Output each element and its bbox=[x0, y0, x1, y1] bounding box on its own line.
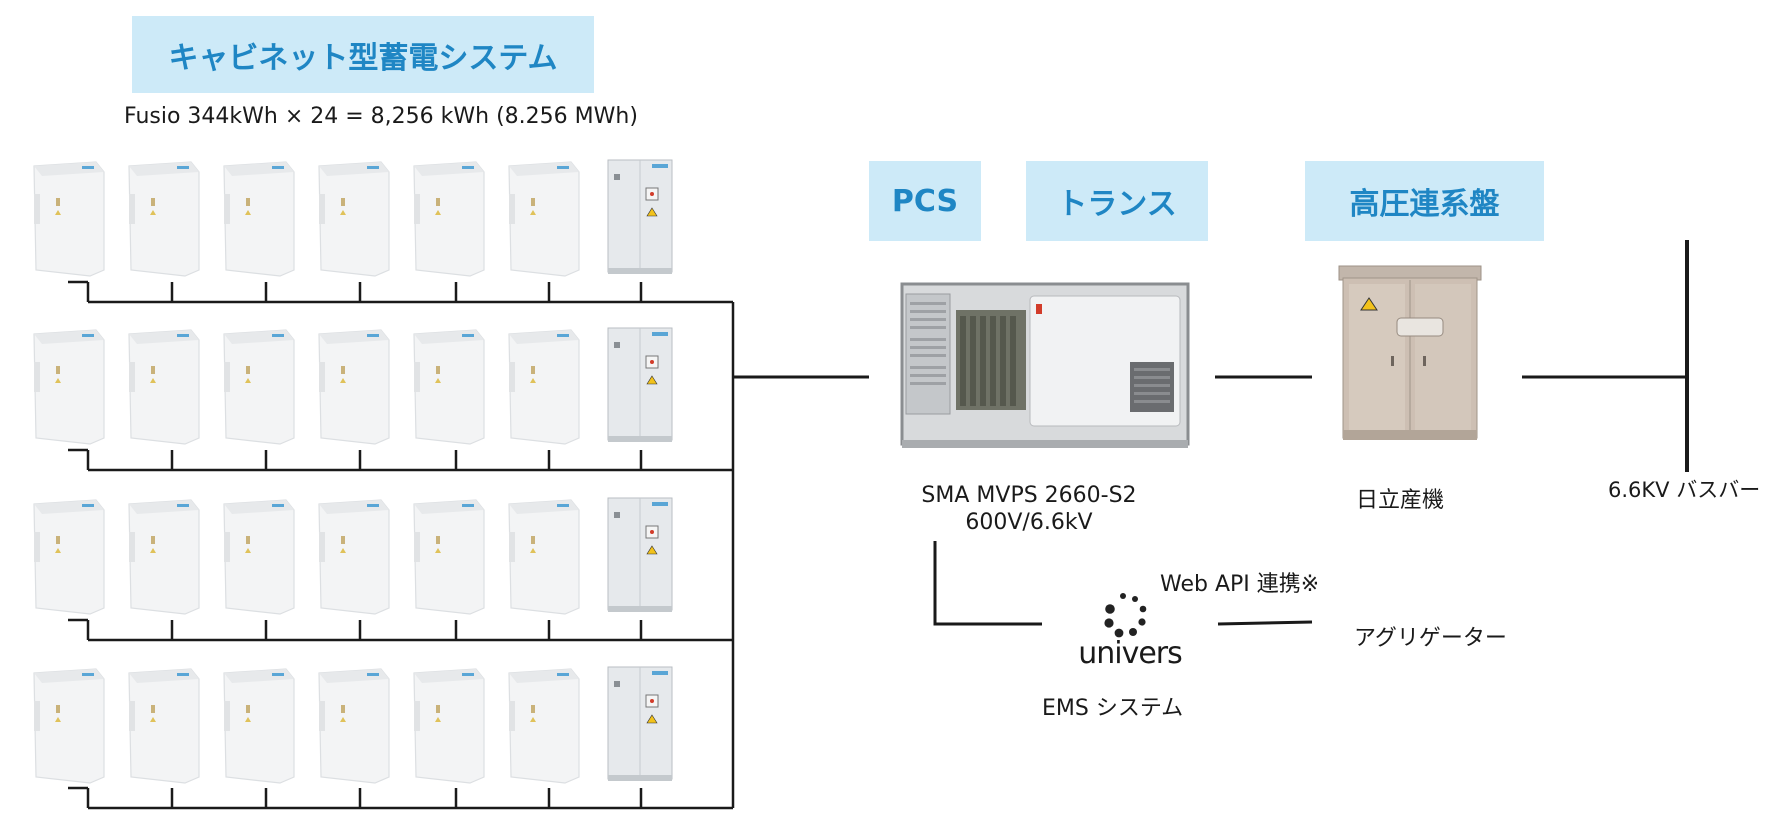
battery-cabinet bbox=[128, 499, 200, 615]
battery-cabinet bbox=[33, 161, 105, 277]
battery-cabinet bbox=[223, 329, 295, 445]
hv-panel-unit bbox=[1335, 264, 1485, 447]
battery-cabinet bbox=[33, 499, 105, 615]
hv-panel-label-box: 高圧連系盤 bbox=[1305, 161, 1544, 241]
busbar-label: 6.6KV バスバー bbox=[1608, 478, 1761, 502]
battery-cabinet bbox=[128, 668, 200, 784]
pcs-label: PCS bbox=[891, 183, 959, 219]
hv-panel-image bbox=[1338, 265, 1482, 440]
battery-cabinet bbox=[223, 161, 295, 277]
battery-cabinet bbox=[508, 161, 580, 277]
battery-cabinet bbox=[508, 499, 580, 615]
ems-label: EMS システム bbox=[1042, 696, 1184, 721]
battery-cabinet bbox=[318, 499, 390, 615]
battery-cabinet bbox=[413, 161, 485, 277]
univers-wordmark: univers bbox=[1078, 636, 1183, 671]
battery-bus-lines bbox=[68, 280, 735, 810]
hv-panel-label: 高圧連系盤 bbox=[1349, 187, 1500, 222]
battery-cabinet bbox=[508, 668, 580, 784]
pcs-model-text: SMA MVPS 2660-S2 600V/6.6kV bbox=[904, 482, 1154, 536]
battery-cabinet bbox=[128, 161, 200, 277]
battery-controller-cabinet bbox=[607, 327, 673, 442]
pcs-to-ems-wire bbox=[933, 541, 1042, 626]
battery-cabinet bbox=[318, 668, 390, 784]
pcs-transformer-unit bbox=[900, 282, 1190, 452]
transformer-label: トランス bbox=[1057, 187, 1177, 222]
battery-cabinet bbox=[223, 668, 295, 784]
pcs-model-line1: SMA MVPS 2660-S2 bbox=[921, 483, 1137, 508]
hv-panel-maker-text: 日立産機 bbox=[1356, 488, 1445, 513]
pcs-label-box: PCS bbox=[869, 161, 981, 241]
battery-cabinet bbox=[413, 329, 485, 445]
battery-cabinet bbox=[413, 499, 485, 615]
battery-controller-cabinet bbox=[607, 666, 673, 781]
battery-controller-cabinet bbox=[607, 497, 673, 612]
battery-cabinet bbox=[33, 329, 105, 445]
battery-cabinet bbox=[128, 329, 200, 445]
battery-controller-cabinet bbox=[607, 159, 673, 274]
univers-logo: univers bbox=[1068, 590, 1188, 680]
battery-cabinet bbox=[413, 668, 485, 784]
ems-to-aggregator-wire bbox=[1217, 620, 1313, 626]
aggregator-label: アグリゲーター bbox=[1354, 626, 1507, 651]
pcs-transformer-image bbox=[900, 282, 1190, 448]
univers-dots-icon bbox=[1104, 593, 1147, 638]
battery-cabinet bbox=[223, 499, 295, 615]
battery-cabinet bbox=[33, 668, 105, 784]
transformer-label-box: トランス bbox=[1026, 161, 1208, 241]
web-api-label: Web API 連携※ bbox=[1160, 572, 1320, 597]
title-label: キャビネット型蓄電システム bbox=[168, 40, 558, 76]
pcs-model-line2: 600V/6.6kV bbox=[965, 510, 1093, 535]
battery-cabinet bbox=[508, 329, 580, 445]
title-box: キャビネット型蓄電システム bbox=[132, 16, 594, 93]
battery-cabinet bbox=[318, 329, 390, 445]
capacity-text: Fusio 344kWh × 24 = 8,256 kWh (8.256 MWh… bbox=[124, 104, 638, 129]
battery-cabinet bbox=[318, 161, 390, 277]
